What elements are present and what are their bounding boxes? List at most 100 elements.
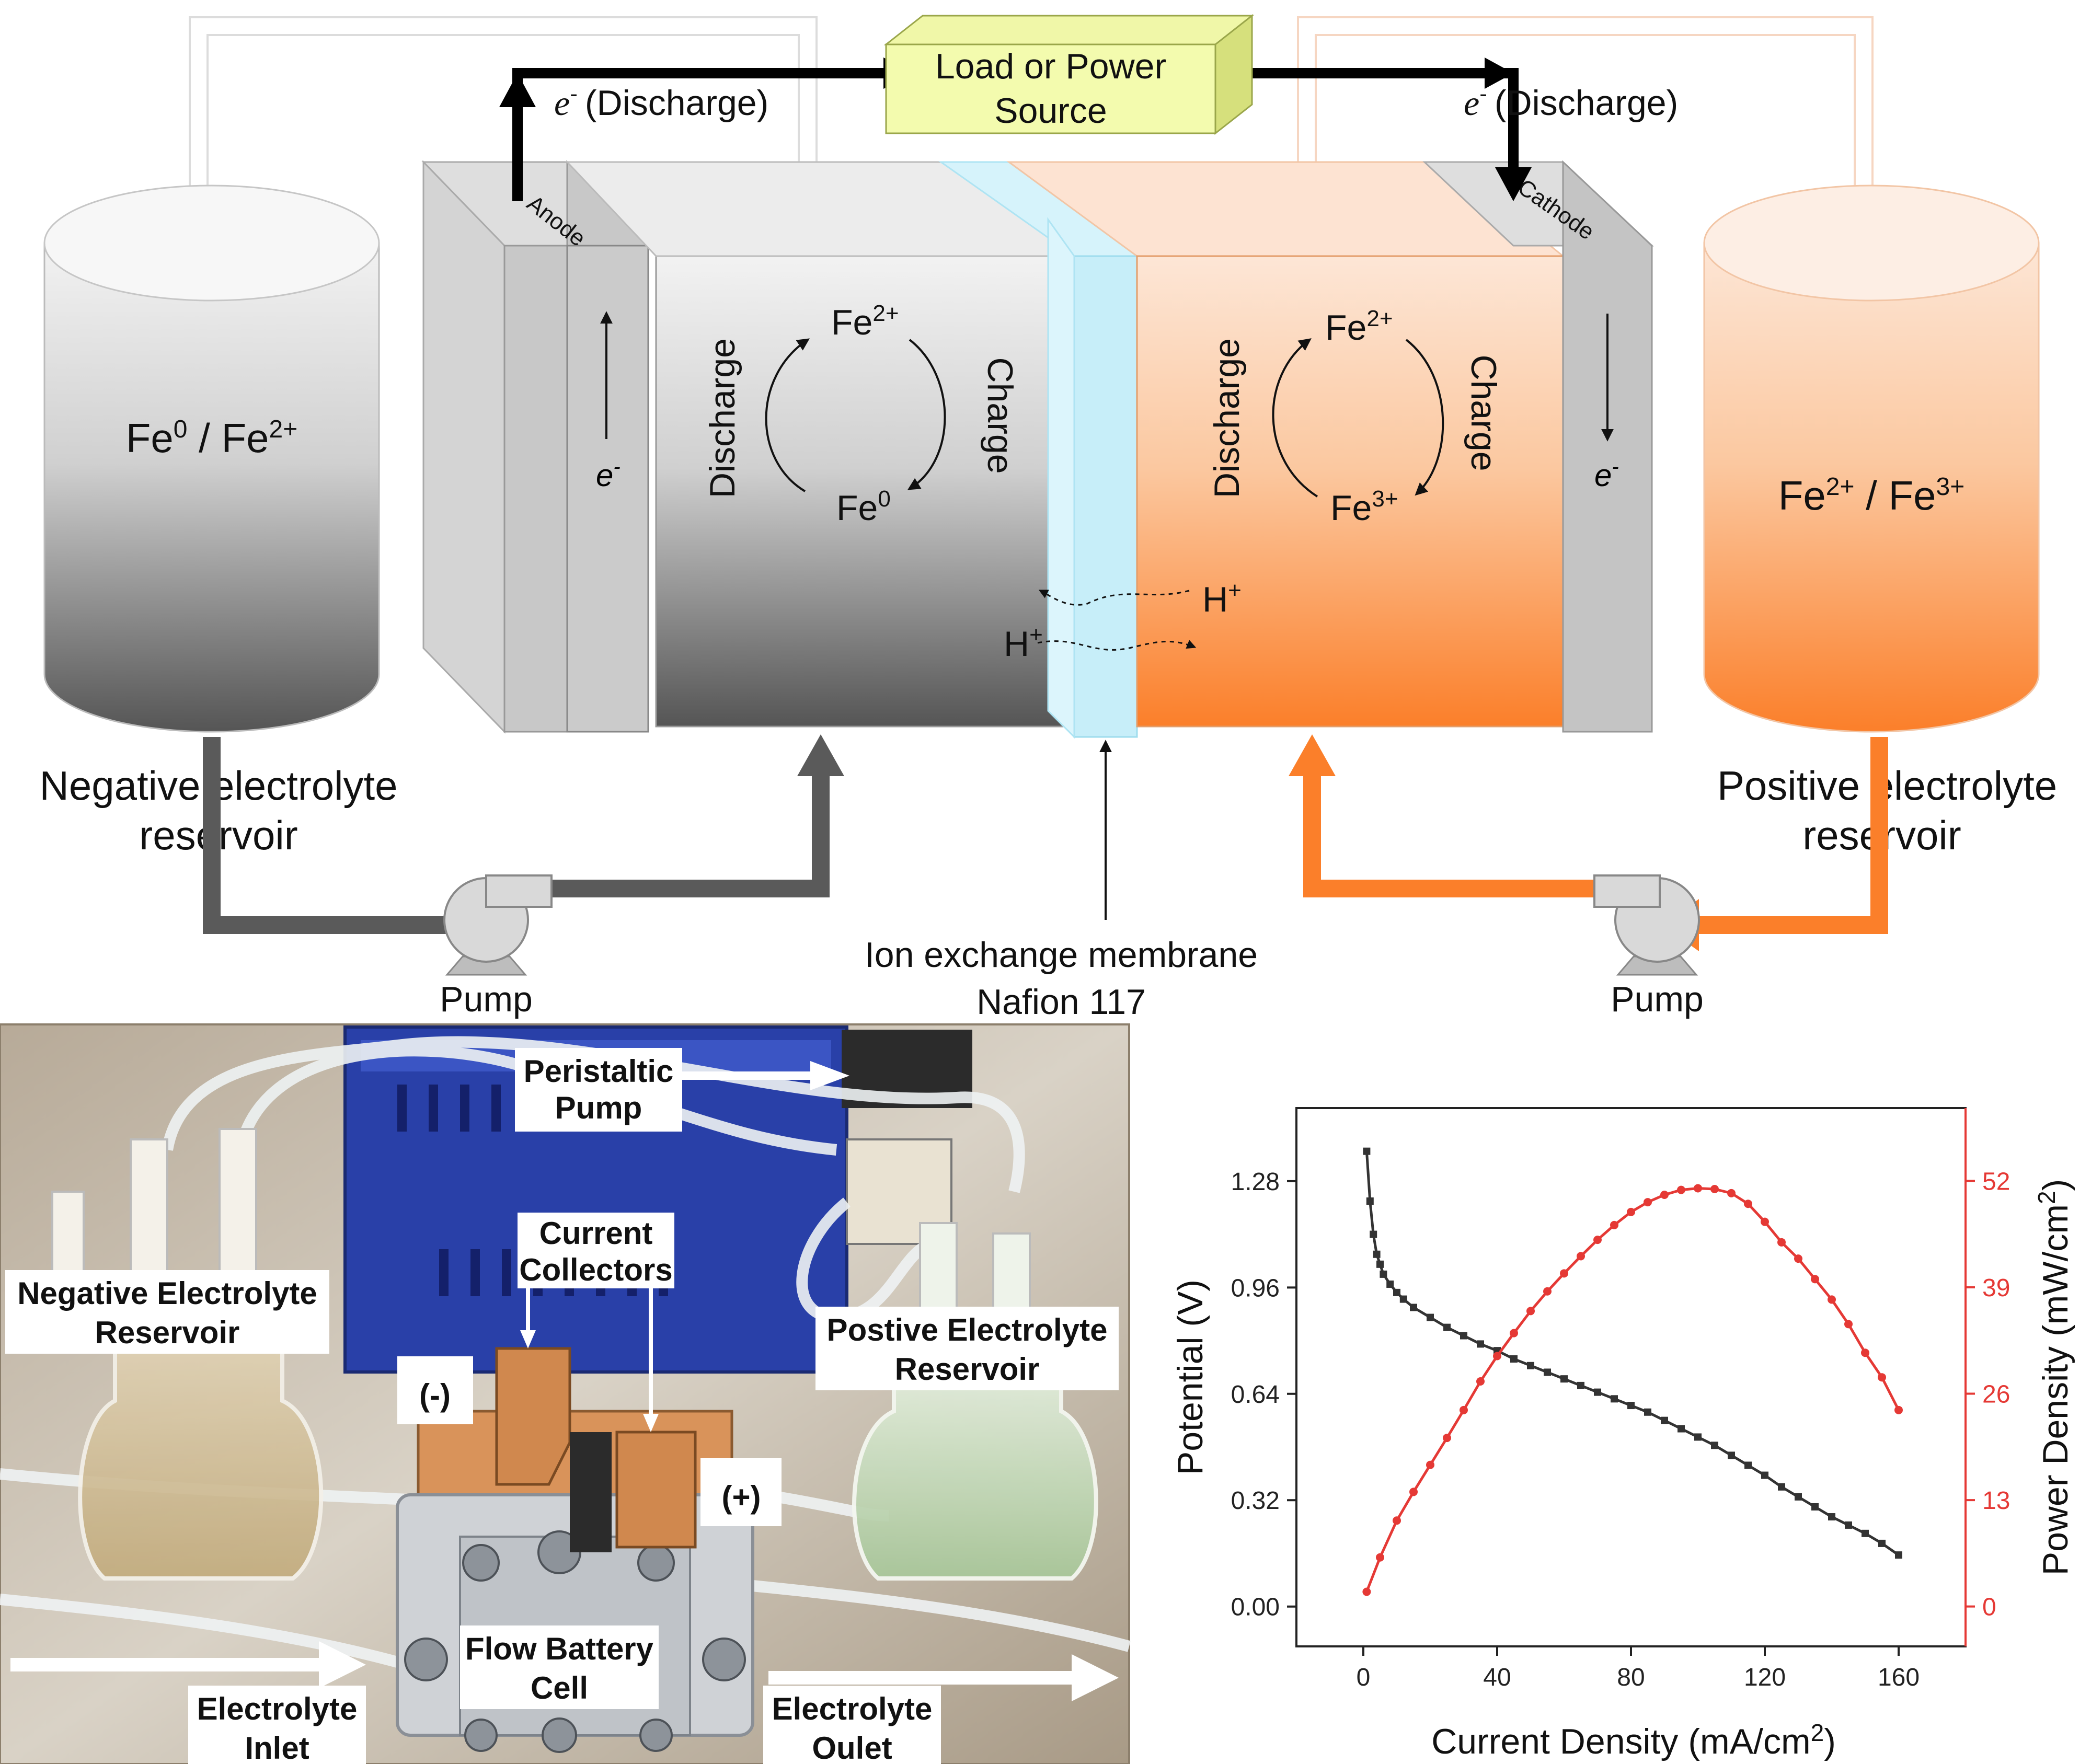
neg-reservoir-species: Fe0 / Fe2+	[126, 415, 298, 461]
label-electrolyte-outlet: Electrolyte Oulet	[763, 1686, 941, 1764]
potential-point	[1366, 1197, 1374, 1205]
power-density-point	[1362, 1587, 1371, 1596]
pump-right-label: Pump	[1611, 979, 1704, 1019]
power-density-point	[1510, 1329, 1518, 1338]
photo-arrows	[10, 1061, 1119, 1701]
potential-point	[1380, 1270, 1387, 1278]
pump-left-icon	[443, 874, 553, 976]
load-box: Load or Power Source	[883, 14, 1255, 135]
potential-point	[1376, 1260, 1384, 1268]
chart-ylabel: Potential (V)	[1170, 1279, 1210, 1475]
power-density-point	[1543, 1287, 1552, 1296]
external-circuit: e-(Discharge) e-(Discharge)	[499, 57, 1678, 201]
potential-point	[1644, 1408, 1651, 1416]
svg-text:Cell: Cell	[531, 1670, 588, 1705]
power-density-point	[1476, 1377, 1485, 1386]
power-density-point	[1526, 1307, 1535, 1316]
potential-point	[1678, 1425, 1685, 1433]
y-tick-label: 0.64	[1231, 1381, 1280, 1409]
y2-tick-label: 0	[1982, 1594, 1996, 1621]
power-density-point	[1794, 1254, 1802, 1263]
potential-point	[1761, 1471, 1768, 1479]
power-density-point	[1761, 1217, 1769, 1226]
svg-text:Electrolyte: Electrolyte	[197, 1691, 358, 1726]
y2-tick-label: 13	[1982, 1487, 2010, 1515]
label-positive-reservoir: Postive Electrolyte Reservoir	[815, 1307, 1119, 1390]
power-density-point	[1694, 1184, 1702, 1193]
power-density-point	[1376, 1553, 1384, 1562]
potential-point	[1443, 1323, 1451, 1331]
potential-point	[1477, 1340, 1484, 1348]
svg-text:(-): (-)	[419, 1378, 451, 1413]
neg-cycle-charge: Charge	[980, 357, 1020, 474]
setup-photo: Peristaltic Pump Current Collectors Nega…	[0, 1023, 1131, 1764]
potential-point	[1828, 1513, 1835, 1521]
potential-point	[1560, 1375, 1568, 1383]
anode-electron: e-	[596, 455, 621, 493]
potential-point	[1393, 1288, 1400, 1296]
pos-reservoir-species: Fe2+ / Fe3+	[1778, 472, 1965, 518]
y-tick-label: 1.28	[1231, 1168, 1280, 1196]
potential-point	[1510, 1355, 1518, 1363]
negative-reservoir-tank: Fe0 / Fe2+	[43, 185, 380, 733]
potential-point	[1795, 1493, 1802, 1501]
pump-right-icon	[1593, 874, 1700, 976]
power-density-point	[1610, 1220, 1618, 1229]
pos-cycle-discharge: Discharge	[1207, 338, 1247, 498]
potential-point	[1460, 1332, 1467, 1340]
power-density-point	[1777, 1238, 1786, 1247]
y2-tick-label: 52	[1982, 1168, 2010, 1195]
power-density-point	[1560, 1269, 1568, 1278]
pos-cycle-charge: Charge	[1464, 354, 1503, 471]
potential-point	[1370, 1230, 1377, 1238]
y-tick-label: 0.32	[1231, 1487, 1280, 1515]
power-density-point	[1710, 1185, 1719, 1194]
pos-cycle-bottom: Fe3+	[1330, 486, 1398, 528]
potential-point	[1878, 1539, 1886, 1547]
potential-point	[1661, 1416, 1668, 1424]
potential-point	[1544, 1368, 1551, 1376]
power-density-point	[1593, 1236, 1602, 1244]
pos-feed-pipe	[1694, 737, 1888, 934]
power-density-point	[1744, 1200, 1752, 1208]
label-plus: (+)	[700, 1458, 782, 1526]
svg-text:(+): (+)	[722, 1480, 761, 1515]
svg-text:Inlet: Inlet	[245, 1731, 309, 1764]
y2-tick-label: 39	[1982, 1274, 2010, 1302]
potential-point	[1386, 1280, 1394, 1288]
electron-discharge-left: e-(Discharge)	[554, 81, 768, 123]
power-density-point	[1443, 1434, 1451, 1443]
positive-half-cell: Fe2+ Fe3+ Discharge Charge	[1006, 161, 1566, 728]
x-tick-label: 40	[1483, 1664, 1511, 1691]
potential-point	[1373, 1250, 1381, 1258]
power-density-point	[1677, 1185, 1685, 1194]
potential-point	[1399, 1295, 1407, 1303]
load-label-2: Source	[994, 91, 1107, 131]
current-collector-pos	[615, 1431, 697, 1549]
potential-point	[1728, 1451, 1735, 1459]
neg-cycle-top: Fe2+	[831, 301, 899, 342]
label-electrolyte-inlet: Electrolyte Inlet	[188, 1686, 366, 1764]
potential-point	[1778, 1483, 1785, 1491]
svg-text:Electrolyte: Electrolyte	[772, 1691, 933, 1726]
y-tick-label: 0.00	[1231, 1594, 1280, 1621]
cathode-electrode: Cathode e-	[1422, 160, 1654, 733]
neg-cycle-bottom: Fe0	[836, 486, 891, 528]
svg-text:Reservoir: Reservoir	[95, 1315, 240, 1350]
power-density-point	[1627, 1207, 1635, 1216]
label-flow-cell: Flow Battery Cell	[460, 1625, 659, 1709]
potential-point	[1744, 1461, 1752, 1469]
potential-point	[1811, 1503, 1819, 1511]
neg-feed-pipe	[203, 737, 470, 934]
potential-point	[1694, 1433, 1702, 1441]
pos-cycle-top: Fe2+	[1325, 306, 1393, 348]
power-density-point	[1861, 1348, 1869, 1357]
potential-point	[1527, 1362, 1534, 1369]
ion-exchange-membrane	[938, 161, 1140, 739]
potential-point	[1862, 1529, 1869, 1537]
y-tick-label: 0.96	[1231, 1274, 1280, 1302]
chart-y2label: Power Density (mW/cm2)	[2033, 1179, 2075, 1576]
potential-point	[1627, 1402, 1635, 1410]
